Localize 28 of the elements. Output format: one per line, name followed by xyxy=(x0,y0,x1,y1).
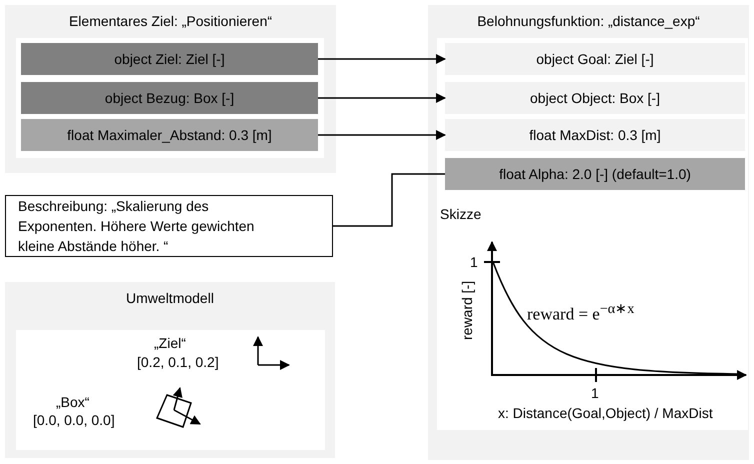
sketch-heading: Skizze xyxy=(440,206,482,222)
formula: reward = e$^{−α∗x}$ xyxy=(527,300,634,325)
tick-label: 1 xyxy=(470,254,478,270)
arrow xyxy=(318,54,446,64)
object-name: „Ziel“ xyxy=(154,335,186,351)
parameter-bar: float Alpha: 2.0 [-] (default=1.0) xyxy=(445,158,745,190)
object-name: „Box“ xyxy=(56,394,90,410)
panel-title: Elementares Ziel: „Positionieren“ xyxy=(68,13,274,29)
coordinate-label: [0.2, 0.1, 0.2] xyxy=(137,354,219,370)
panel xyxy=(5,5,336,173)
parameter-bar: object Bezug: Box [-] xyxy=(21,82,318,114)
parameter-bar: object Object: Box [-] xyxy=(445,82,745,114)
panel xyxy=(5,282,335,458)
connector-line xyxy=(333,173,445,227)
parameter-bar: float MaxDist: 0.3 [m] xyxy=(445,119,745,151)
parameter-bar: object Ziel: Ziel [-] xyxy=(21,43,318,75)
parameter-bar: object Goal: Ziel [-] xyxy=(445,43,745,75)
arrow xyxy=(318,130,446,140)
arrow xyxy=(318,93,446,103)
panel-title: Umweltmodell xyxy=(125,290,215,306)
tick-label: 1 xyxy=(591,385,599,401)
axis-label: x: Distance(Goal,Object) / MaxDist xyxy=(498,405,713,421)
panel xyxy=(428,5,749,460)
axis-label: reward [-] xyxy=(459,280,475,340)
coordinate-label: [0.0, 0.0, 0.0] xyxy=(33,412,115,428)
panel-title: Belohnungsfunktion: „distance_exp“ xyxy=(476,13,701,29)
parameter-bar: float Maximaler_Abstand: 0.3 [m] xyxy=(21,119,318,151)
description-box: Beschreibung: „Skalierung des Exponenten. Höhere Werte gewichten kleine Abstände höher. “ xyxy=(5,195,333,257)
